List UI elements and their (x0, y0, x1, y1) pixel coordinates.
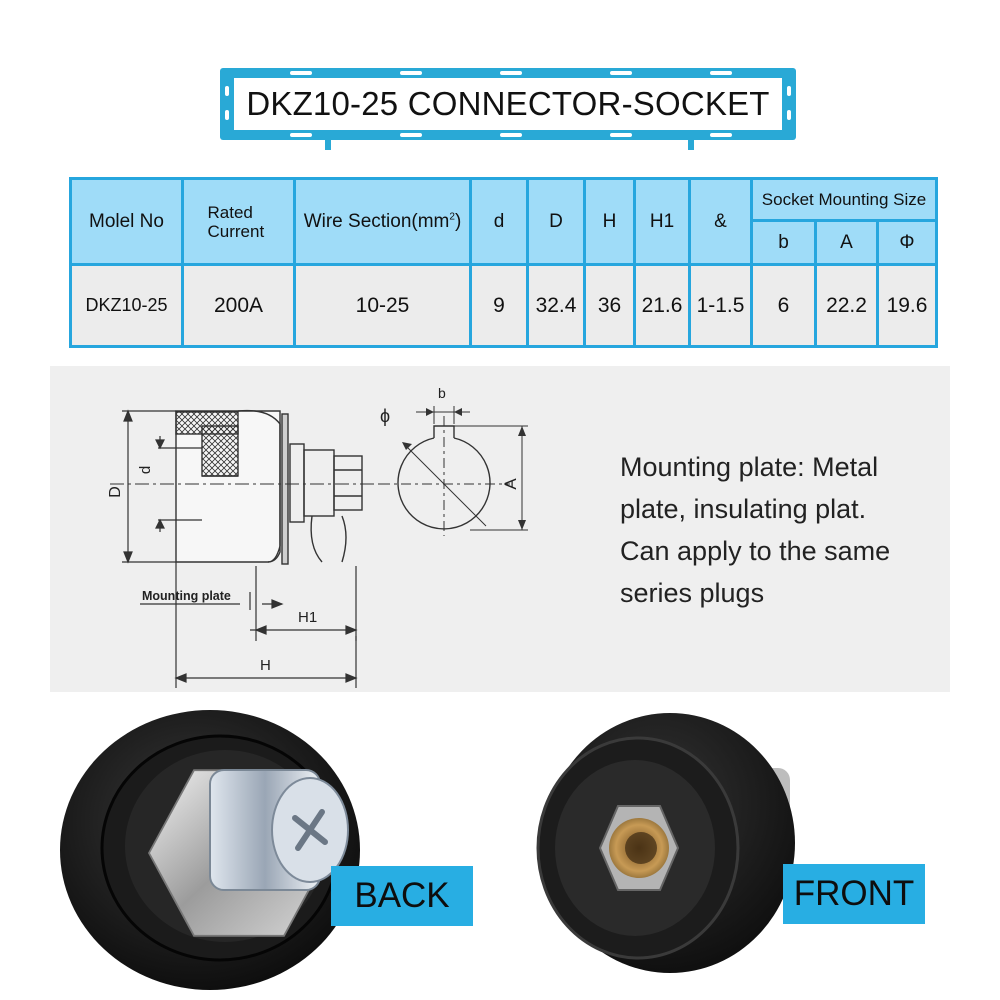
header-socket-mounting: Socket Mounting Size (750, 177, 938, 222)
description-line-4: series plugs (620, 578, 765, 608)
header-H1: H1 (633, 177, 691, 266)
header-D: D (526, 177, 586, 266)
header-d: d (469, 177, 529, 266)
page-title: DKZ10-25 CONNECTOR-SOCKET (246, 85, 770, 122)
header-phi: Φ (876, 219, 938, 266)
banner-inner: DKZ10-25 CONNECTOR-SOCKET (234, 78, 782, 130)
cell-model: DKZ10-25 (69, 263, 184, 348)
cell-rated-current: 200A (181, 263, 296, 348)
header-wire-section-label: Wire Section(mm (303, 210, 450, 232)
label-D: D (107, 486, 124, 498)
drawing-panel: D d Mounting plate H1 H ϕ b A Mounting p… (50, 366, 950, 692)
header-wire-section: Wire Section(mm2) (293, 177, 472, 266)
description: Mounting plate: Metal plate, insulating … (620, 446, 950, 614)
header-wire-section-sup: 2 (449, 211, 455, 223)
description-line-2: plate, insulating plat. (620, 494, 867, 524)
label-H1: H1 (298, 609, 317, 626)
back-photo (60, 710, 360, 990)
header-rated-current-label: Rated Current (207, 202, 265, 241)
header-b: b (750, 219, 817, 266)
cell-phi: 19.6 (876, 263, 938, 348)
header-rated-current: Rated Current (181, 177, 296, 266)
label-mounting-plate: Mounting plate (142, 589, 231, 603)
label-H: H (260, 657, 271, 674)
spec-table: Molel No Rated Current Wire Section(mm2)… (69, 177, 938, 348)
description-line-1: Mounting plate: Metal (620, 452, 879, 482)
back-label: BACK (331, 866, 473, 926)
cell-D: 32.4 (526, 263, 586, 348)
front-photo (536, 713, 795, 973)
cell-wire-section: 10-25 (293, 263, 472, 348)
label-b: b (438, 385, 446, 401)
label-phi: ϕ (380, 406, 390, 426)
cell-d: 9 (469, 263, 529, 348)
label-A: A (501, 478, 520, 490)
header-H: H (583, 177, 636, 266)
header-model: Molel No (69, 177, 184, 266)
description-line-3: Can apply to the same (620, 536, 891, 566)
cell-A: 22.2 (814, 263, 879, 348)
header-wire-section-close: ) (454, 210, 462, 232)
cell-b: 6 (750, 263, 817, 348)
cell-H: 36 (583, 263, 636, 348)
cell-amp: 1-1.5 (688, 263, 753, 348)
header-amp: & (688, 177, 753, 266)
header-A: A (814, 219, 879, 266)
front-label: FRONT (783, 864, 925, 924)
table-row: DKZ10-25 200A 10-25 9 32.4 36 21.6 1-1.5… (69, 263, 938, 348)
title-banner: DKZ10-25 CONNECTOR-SOCKET (220, 68, 796, 150)
cell-H1: 21.6 (633, 263, 691, 348)
label-d: d (137, 466, 154, 474)
technical-drawing: D d Mounting plate H1 H ϕ b A (107, 385, 528, 688)
